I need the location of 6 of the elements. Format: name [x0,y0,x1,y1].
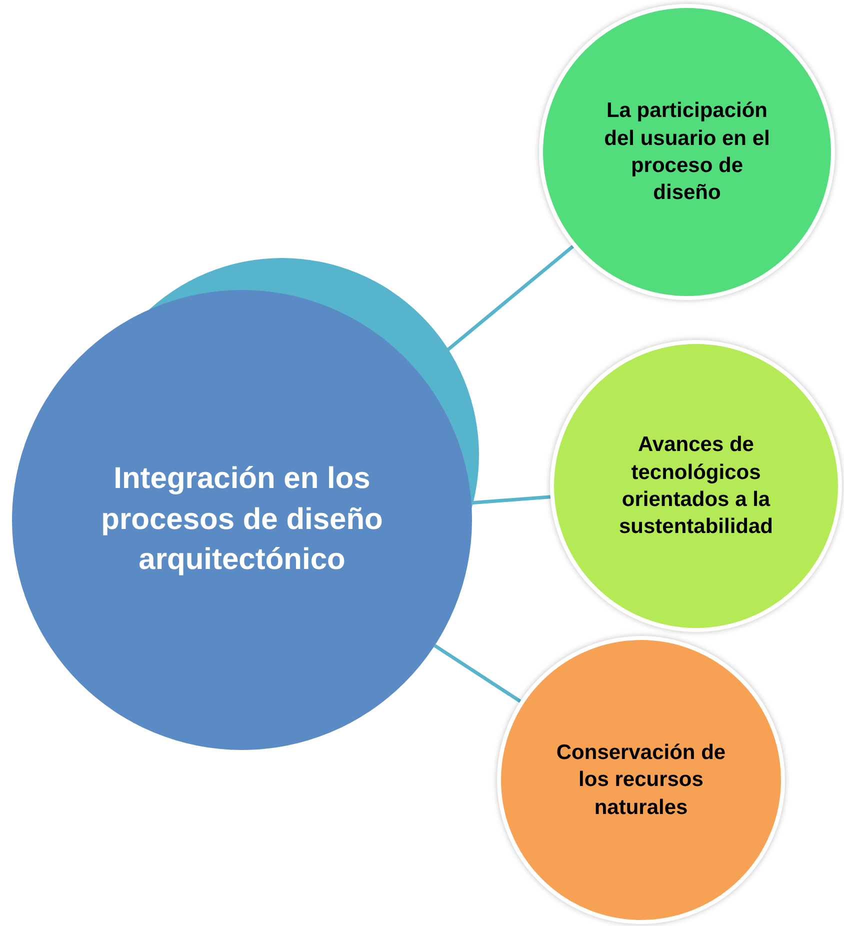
topic-text: La participación del usuario en el proceso de diseño [603,98,771,206]
topic-text: Avances de tecnológicos orientados a la sustentabilidad [618,432,774,540]
connector-line [471,495,551,505]
topic-text: Conservación de los recursos naturales [555,740,727,821]
connector-line [434,644,522,703]
topic-text: Integración en los procesos de diseño arquitectónico [100,461,384,578]
